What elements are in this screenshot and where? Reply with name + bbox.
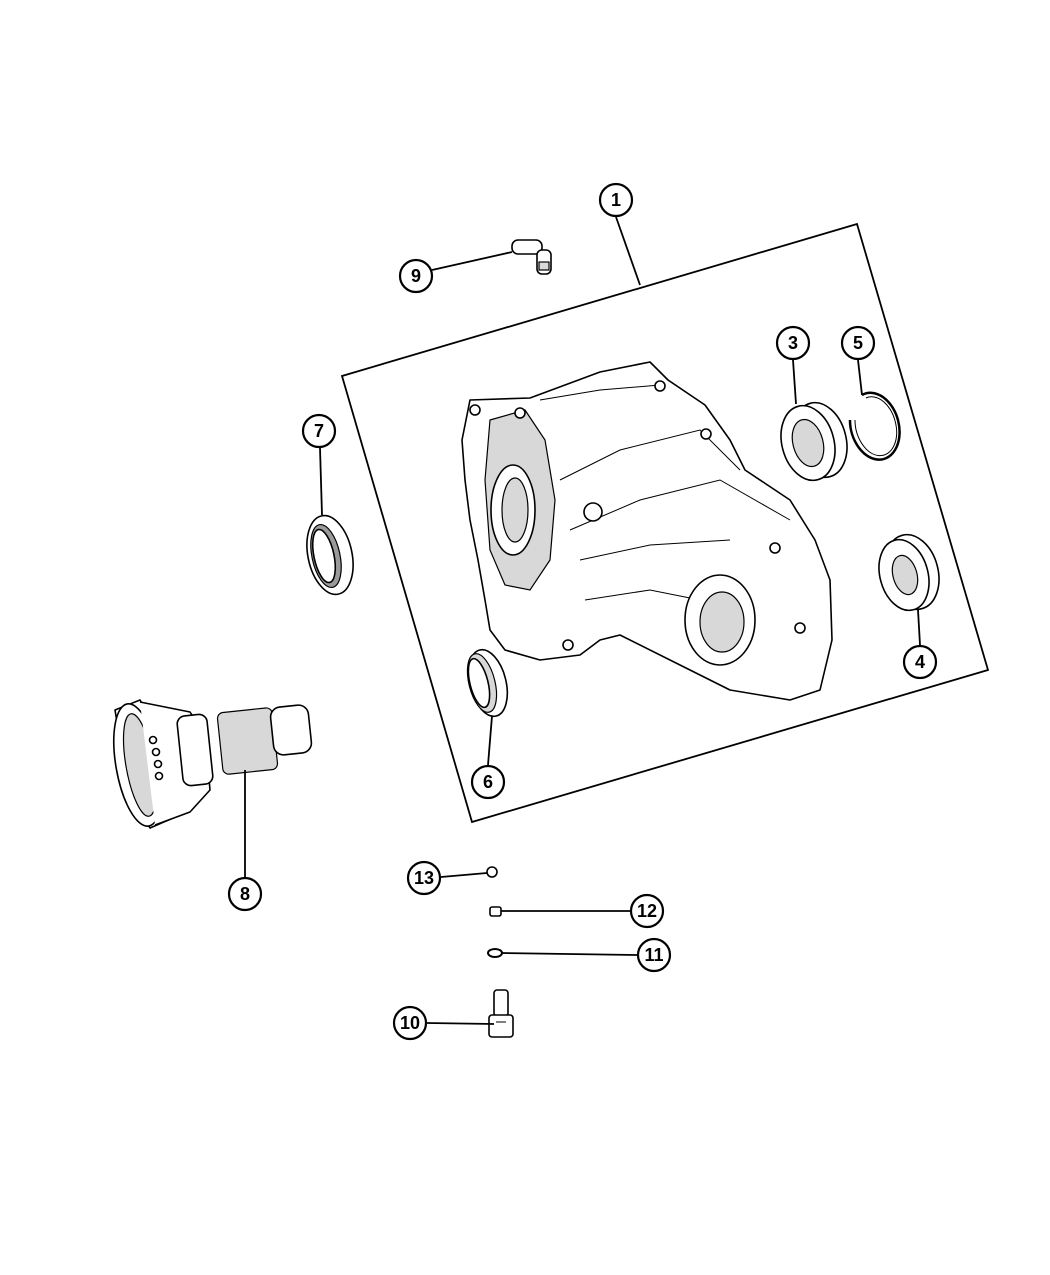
callout-8: 8: [227, 876, 263, 912]
leader-5: [857, 359, 863, 396]
callout-13: 13: [406, 860, 442, 896]
callout-7: 7: [301, 413, 337, 449]
seal-left: [306, 514, 354, 596]
snap-ring: [848, 391, 901, 461]
callout-5: 5: [840, 325, 876, 361]
seal-lower: [466, 648, 509, 718]
drain-fitting: [488, 989, 514, 1038]
bearing-upper: [780, 401, 848, 482]
leader-3: [792, 359, 797, 405]
nut: [489, 906, 502, 917]
leader-13: [440, 872, 488, 878]
transfer-case-housing: [461, 361, 833, 701]
output-shaft: [113, 699, 313, 829]
callout-10: 10: [392, 1005, 428, 1041]
callout-3: 3: [775, 325, 811, 361]
callout-6: 6: [470, 764, 506, 800]
callout-11: 11: [636, 937, 672, 973]
plug: [486, 866, 498, 878]
o-ring: [487, 948, 503, 958]
leader-7: [319, 447, 323, 516]
callout-9: 9: [398, 258, 434, 294]
callout-12: 12: [629, 893, 665, 929]
svg-text:4: 4: [915, 652, 925, 672]
callout-1: 1: [598, 182, 634, 218]
housing-group-frame: [340, 222, 990, 824]
callout-4: 4: [902, 644, 938, 680]
svg-text:7: 7: [314, 421, 324, 441]
bearing-lower: [878, 533, 940, 612]
svg-text:11: 11: [644, 945, 663, 965]
svg-text:13: 13: [414, 868, 434, 888]
svg-text:9: 9: [411, 266, 421, 286]
leader-1: [615, 216, 641, 286]
svg-text:6: 6: [483, 772, 493, 792]
svg-text:8: 8: [240, 884, 250, 904]
svg-text:3: 3: [788, 333, 798, 353]
svg-text:10: 10: [400, 1013, 420, 1033]
leader-10: [426, 1022, 495, 1025]
leader-4: [917, 609, 921, 646]
svg-text:12: 12: [637, 901, 657, 921]
leader-6: [487, 715, 493, 766]
svg-text:5: 5: [853, 333, 863, 353]
vent-fitting: [511, 239, 552, 275]
leader-9: [431, 251, 513, 271]
svg-text:1: 1: [611, 190, 621, 210]
leader-11: [501, 952, 638, 956]
